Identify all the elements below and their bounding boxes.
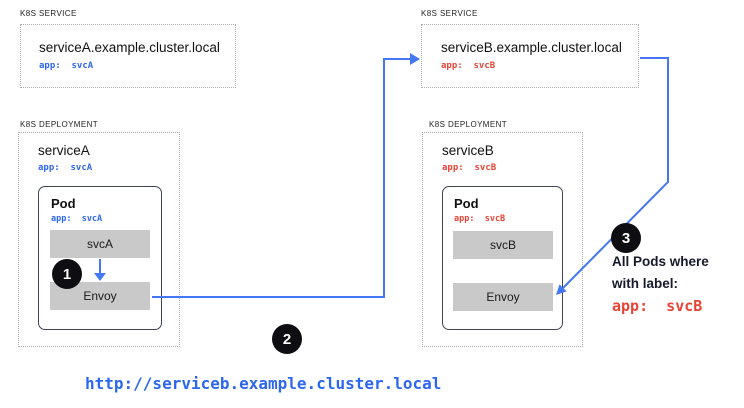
deployment-a-selector: app: svcA bbox=[38, 163, 93, 173]
deployment-b-selector: app: svcB bbox=[442, 163, 497, 173]
pod-a-selector: app: svcA bbox=[51, 214, 103, 224]
deployment-b-name: serviceB bbox=[442, 143, 494, 158]
service-a-selector: app: svcA bbox=[39, 61, 94, 71]
service-a-kind-label: K8S SERVICE bbox=[20, 9, 77, 18]
envoy-a-to-service-b-arrow bbox=[152, 58, 410, 298]
step-3-line1: All Pods where bbox=[612, 254, 709, 269]
service-a-name: serviceA.example.cluster.local bbox=[39, 40, 220, 55]
step-3-annotation: All Pods where with label: app: svcB bbox=[612, 251, 709, 317]
service-b-kind-label: K8S SERVICE bbox=[421, 9, 478, 18]
deployment-a-name: serviceA bbox=[38, 143, 90, 158]
pod-b-box: Pod app: svcB svcB Envoy bbox=[442, 186, 563, 330]
pod-b-app-container: svcB bbox=[453, 231, 553, 259]
service-b-selector: app: svcB bbox=[441, 61, 496, 71]
service-a-box: serviceA.example.cluster.local app: svcA bbox=[20, 24, 236, 88]
pod-b-title: Pod bbox=[454, 196, 479, 211]
step-2-badge: 2 bbox=[272, 324, 302, 354]
step-3-selector-label: app: svcB bbox=[612, 297, 703, 315]
envoy-a-to-service-b-arrowhead-icon bbox=[410, 53, 420, 65]
deployment-a-kind-label: K8S DEPLOYMENT bbox=[20, 120, 99, 129]
pod-b-selector: app: svcB bbox=[454, 214, 506, 224]
pod-a-app-container: svcA bbox=[50, 230, 150, 258]
service-b-box: serviceB.example.cluster.local app: svcB bbox=[421, 24, 639, 88]
step-1-badge: 1 bbox=[52, 259, 82, 289]
pod-b-envoy-container: Envoy bbox=[453, 283, 553, 311]
deployment-b-kind-label: K8S DEPLOYMENT bbox=[429, 120, 508, 129]
step-3-badge: 3 bbox=[611, 223, 641, 253]
step-3-line2: with label: bbox=[612, 276, 679, 291]
pod-a-box: Pod app: svcA svcA Envoy bbox=[38, 186, 162, 330]
service-b-name: serviceB.example.cluster.local bbox=[441, 40, 622, 55]
request-url-text: http://serviceb.example.cluster.local bbox=[85, 374, 442, 393]
pod-a-title: Pod bbox=[51, 196, 76, 211]
